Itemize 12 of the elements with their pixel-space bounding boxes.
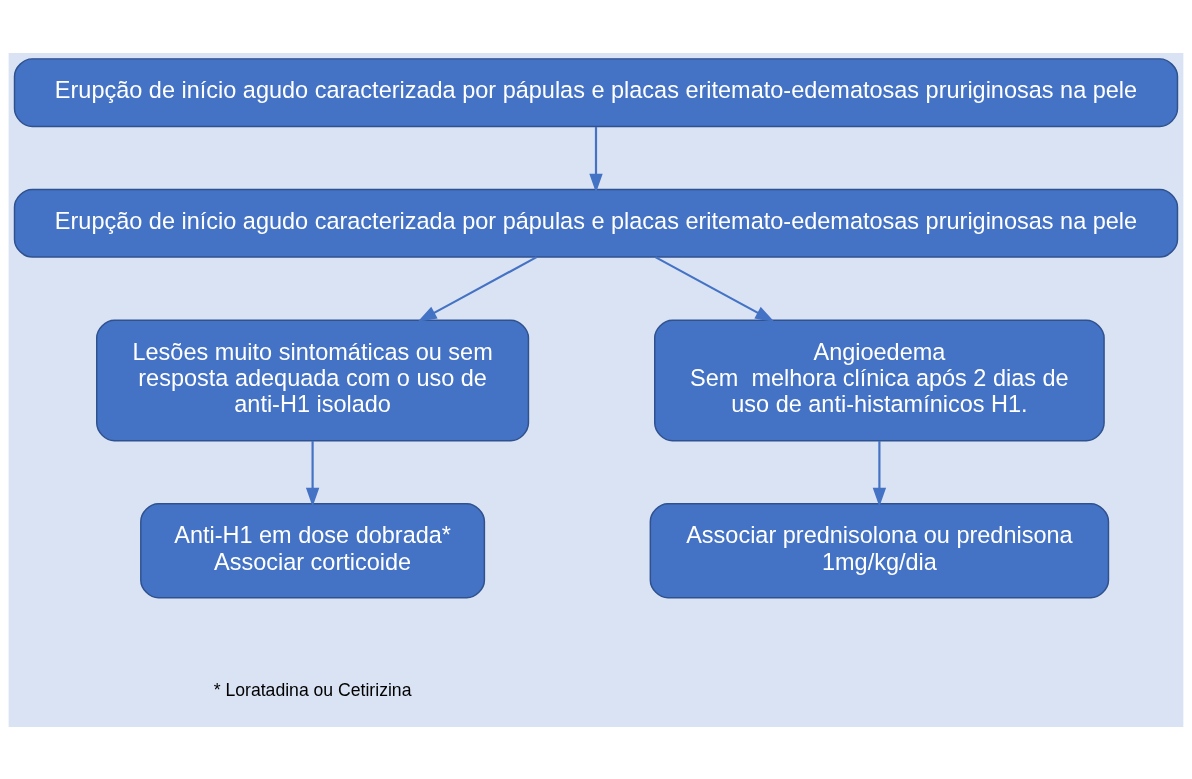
node-box: Erupção de início agudo caracterizada por pápulas e placas eritemato-edematosas pruriginosas na pele	[13, 57, 1179, 127]
label: * Loratadina ou Cetirizina	[213, 679, 412, 700]
arrow	[305, 440, 320, 507]
arrow	[872, 440, 887, 507]
node-box: Angioedema Sem melhora clínica após 2 dias de uso de anti-histamínicos H1.	[654, 319, 1105, 441]
arrow	[654, 255, 775, 322]
node-box: Lesões muito sintomáticas ou sem resposta adequada com o uso de anti-H1 isolado	[96, 319, 530, 441]
arrow	[589, 126, 603, 193]
node-box: Erupção de início agudo caracterizada por pápulas e placas eritemato-edematosas pruriginosas na pele	[13, 188, 1179, 258]
node-box: Anti-H1 em dose dobrada* Associar corticoide	[140, 502, 486, 598]
arrow	[417, 255, 538, 322]
node-box: Associar prednisolona ou prednisona 1mg/kg/dia	[649, 502, 1110, 598]
